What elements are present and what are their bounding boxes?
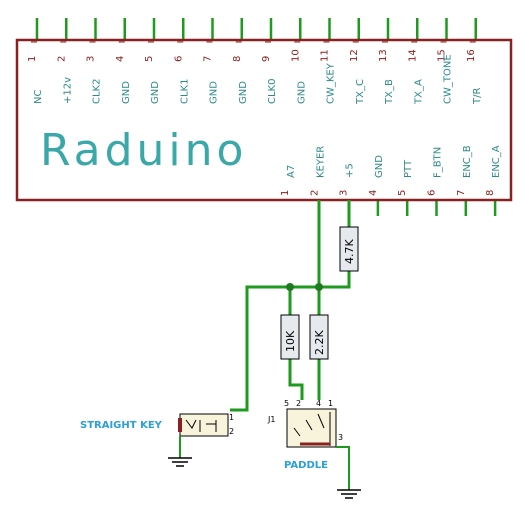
bottom-pin-label: F_BTN (433, 147, 444, 178)
top-pin-number: 10 (290, 49, 301, 62)
bottom-pin-label: +5 (345, 163, 356, 178)
top-pin-label: GND (150, 81, 161, 104)
bottom-pin-number: 2 (309, 190, 320, 196)
bottom-pin-number: 7 (456, 190, 467, 196)
paddle-pin-4: 4 (316, 399, 321, 408)
resistor-2k2: 2.2K (309, 314, 329, 360)
top-pin-stubs (31, 18, 477, 43)
top-pin-number: 16 (466, 49, 477, 62)
top-pin-label: CLK1 (179, 79, 190, 104)
top-pin-label: TX_A (413, 79, 424, 105)
paddle-pin-2: 2 (296, 399, 301, 408)
paddle-ref-label: J1 (267, 415, 275, 424)
top-pin-number: 4 (115, 56, 126, 62)
straight-key-label: STRAIGHT KEY (80, 420, 163, 431)
top-pin-label: GND (296, 81, 307, 104)
paddle-pin-3: 3 (338, 433, 343, 442)
top-pin-number: 6 (173, 56, 184, 62)
wire-bus (230, 285, 349, 412)
top-pin-number: 8 (232, 56, 243, 62)
bottom-pin-number: 8 (485, 190, 496, 196)
top-pin-label: GND (238, 81, 249, 104)
top-pin-number: 1 (27, 56, 38, 62)
top-pin-label: +12v (62, 77, 73, 104)
bottom-pin-stubs (376, 199, 497, 216)
junction-dot-2 (315, 283, 323, 291)
top-pin-label: GND (121, 81, 132, 104)
top-pin-label: T/R (472, 88, 483, 105)
top-pin-label: CLK2 (92, 79, 103, 104)
top-pin-number: 5 (144, 56, 155, 62)
top-pin-label: CW_TONE (443, 54, 454, 104)
bottom-pin-label: KEYER (315, 146, 326, 178)
top-pin-label: NC (33, 90, 44, 104)
paddle-pin-1: 1 (328, 399, 333, 408)
top-pin-number: 15 (437, 49, 448, 62)
top-pin-number: 3 (86, 56, 97, 62)
top-pin-number: 11 (320, 49, 331, 62)
top-pin-number: 12 (349, 49, 360, 62)
resistor-10k-label: 10K (284, 330, 297, 352)
resistor-4k7-label: 4.7K (343, 239, 356, 264)
bottom-pin-number: 6 (427, 190, 438, 196)
top-pin-number: 9 (261, 56, 272, 62)
resistor-2k2-label: 2.2K (313, 330, 326, 355)
straight-key-pin-1: 1 (229, 413, 234, 422)
paddle-pin-5: 5 (284, 399, 289, 408)
bottom-pin-label: ENC_B (462, 145, 473, 178)
paddle-label: PADDLE (284, 460, 328, 471)
bottom-pin-label: A7 (286, 165, 297, 178)
bottom-pin-number: 1 (280, 190, 291, 196)
top-pin-number: 7 (203, 56, 214, 62)
paddle-jack-j1: J1 5 2 4 1 3 PADDLE (267, 399, 361, 499)
top-pin-label: GND (209, 81, 220, 104)
resistor-4k7: 4.7K (339, 226, 359, 272)
bottom-pin-number: 3 (339, 190, 350, 196)
bottom-pin-number: 5 (397, 190, 408, 196)
bottom-pin-label: GND (374, 155, 385, 178)
top-pin-number: 14 (407, 49, 418, 62)
bottom-pin-label: ENC_A (491, 145, 502, 178)
top-pin-number: 2 (56, 56, 67, 62)
bottom-pin-labels: 1 A7 2 KEYER 3 +5 4 GND 5 PTT 6 F_BTN 7 ENC_B 8 ENC_A (280, 145, 502, 196)
top-pin-label: TX_C (355, 79, 366, 105)
raduino-module-box (15, 38, 513, 202)
bottom-pin-label: PTT (403, 159, 414, 178)
top-pin-label: TX_B (384, 79, 395, 105)
straight-key-pin-2: 2 (229, 427, 234, 436)
top-pin-number: 13 (378, 49, 389, 62)
top-pin-label: CLK0 (267, 79, 278, 104)
junction-dot-1 (286, 283, 294, 291)
bottom-pin-number: 4 (368, 190, 379, 196)
straight-key-jack: STRAIGHT KEY 1 2 (80, 413, 234, 467)
top-pin-label: CW_KEY (326, 62, 337, 104)
wiring (230, 200, 351, 412)
resistor-10k: 10K (280, 314, 300, 360)
module-title: Raduino (40, 125, 247, 176)
